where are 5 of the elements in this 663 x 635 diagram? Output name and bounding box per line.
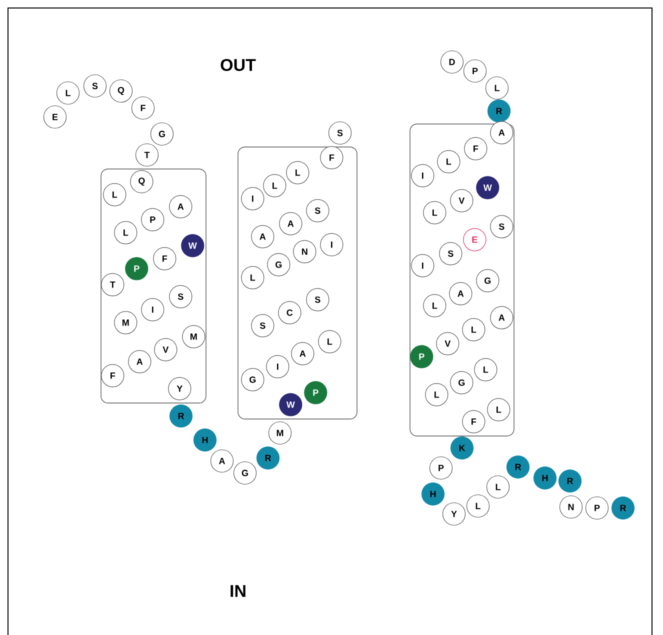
region-label: IN [230, 585, 246, 597]
helix-box [100, 168, 206, 404]
helix-box [410, 124, 514, 436]
helix-box [238, 146, 358, 420]
region-label: OUT [220, 58, 256, 72]
